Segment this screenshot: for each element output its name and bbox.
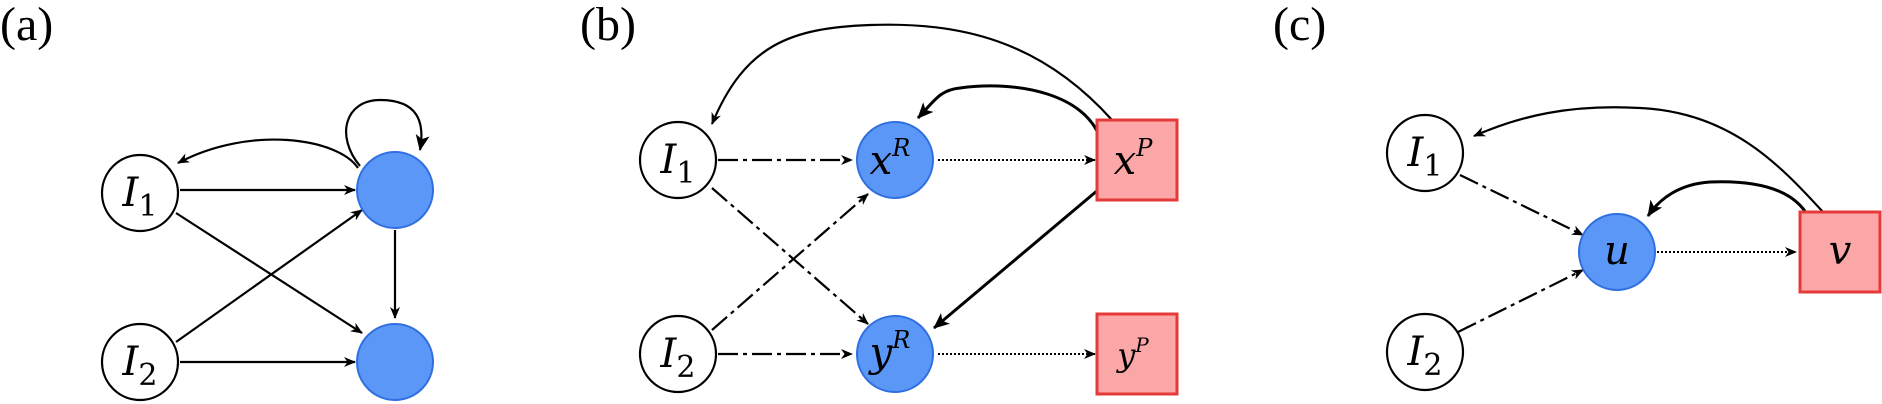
node-c-i2-label: I2 — [1407, 329, 1443, 383]
node-c-u-label: u — [1604, 228, 1630, 274]
node-b-xr — [856, 121, 934, 199]
node-b-xr-label: xR — [870, 134, 911, 184]
node-c-v-label: v — [1829, 228, 1852, 274]
edge-c-v-to-u — [1646, 180, 1814, 226]
panel-c: (c) I1 I2 u v — [1273, 0, 1882, 392]
panel-b: (b) I1 I2 xR yR xP yP — [580, 0, 1179, 396]
node-a-i1 — [100, 153, 180, 233]
node-b-i2-label: I2 — [660, 331, 696, 385]
node-b-i1 — [638, 120, 718, 200]
edge-b-xp-to-i1 — [710, 23, 1113, 125]
edge-a-self-loop — [345, 98, 430, 167]
node-c-i1-label: I1 — [1407, 130, 1443, 184]
node-c-i1 — [1385, 113, 1465, 193]
edge-c-v-to-i1 — [1473, 106, 1824, 213]
panel-b-label: (b) — [580, 0, 636, 51]
edge-b-i2-to-xr — [711, 193, 869, 331]
edge-a-i1-to-bottom — [175, 212, 363, 334]
node-b-yr-label: yR — [868, 326, 911, 376]
edge-c-i2-to-u — [1457, 269, 1584, 333]
edge-a-self-to-i1 — [177, 138, 359, 169]
node-c-u — [1578, 213, 1656, 291]
node-c-v — [1798, 210, 1882, 294]
node-b-i1-label: I1 — [660, 137, 696, 191]
node-b-i2 — [638, 314, 718, 394]
edge-a-i2-to-top — [175, 209, 363, 343]
panel-a: (a) I1 I2 — [0, 0, 434, 402]
node-a-bottom — [356, 323, 434, 401]
edge-b-i1-to-yr — [711, 187, 869, 325]
node-b-yp — [1095, 312, 1179, 396]
node-b-xp-label: xP — [1114, 134, 1154, 184]
edge-b-xp-to-xr — [916, 84, 1102, 139]
node-a-i2 — [100, 322, 180, 402]
node-b-yp-label: yP — [1115, 333, 1149, 374]
node-b-yr — [856, 315, 934, 393]
edge-b-xp-to-yr — [933, 188, 1099, 330]
node-a-top — [356, 151, 434, 229]
edge-c-i1-to-u — [1459, 174, 1584, 236]
node-a-i2-label: I2 — [122, 339, 158, 393]
node-c-i2 — [1385, 312, 1465, 392]
panel-c-label: (c) — [1273, 0, 1326, 51]
node-b-xp — [1095, 118, 1179, 202]
node-a-i1-label: I1 — [122, 170, 158, 224]
panel-a-label: (a) — [0, 0, 53, 51]
